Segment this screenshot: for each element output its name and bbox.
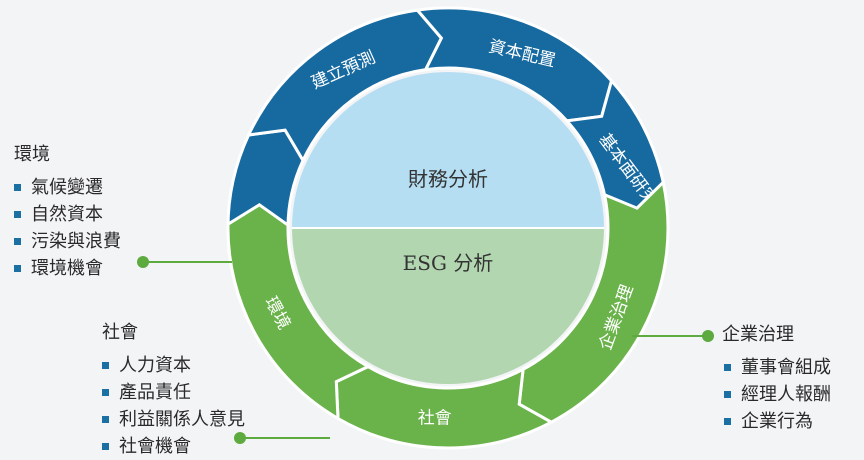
connector-layer (137, 256, 714, 444)
list-item: 污染與浪費 (14, 228, 121, 255)
bullet-icon (14, 211, 21, 218)
center-bottom-half (292, 228, 604, 384)
ring-segment-label: 社會 (418, 409, 452, 429)
bullet-icon (102, 416, 109, 423)
center-circle: 財務分析 ESG 分析 (292, 72, 604, 384)
list-item: 董事會組成 (724, 354, 831, 381)
ring-layer: 評價建立預測資本配置基本面研究企業治理社會環境 (226, 6, 670, 450)
list-item: 利益關係人意見 (102, 406, 245, 433)
list-item: 社會機會 (102, 433, 245, 460)
ring-segment (226, 203, 372, 422)
connector-dot (702, 330, 714, 342)
connector-dot (234, 432, 246, 444)
bullet-icon (14, 184, 21, 191)
bullet-icon (724, 364, 731, 371)
list-item: 企業行為 (724, 408, 831, 435)
bullet-icon (102, 389, 109, 396)
center-bottom-label: ESG 分析 (403, 251, 494, 275)
list-item: 自然資本 (14, 201, 121, 228)
center-top-half (292, 72, 604, 228)
environment-list-title: 環境 (14, 144, 50, 165)
bullet-icon (102, 443, 109, 450)
list-item: 人力資本 (102, 352, 245, 379)
list-item: 產品責任 (102, 379, 245, 406)
governance-list: 企業治理 董事會組成 經理人報酬 企業行為 (722, 320, 831, 435)
center-top-label: 財務分析 (408, 167, 488, 191)
governance-list-title: 企業治理 (722, 324, 794, 345)
connector-dot (137, 256, 149, 268)
bullet-icon (14, 238, 21, 245)
bullet-icon (102, 362, 109, 369)
list-item: 氣候變遷 (14, 174, 121, 201)
environment-list: 環境 氣候變遷 自然資本 污染與浪費 環境機會 (14, 140, 121, 282)
social-list: 社會 人力資本 產品責任 利益關係人意見 社會機會 (102, 318, 245, 460)
list-item: 經理人報酬 (724, 381, 831, 408)
bullet-icon (724, 391, 731, 398)
list-item: 環境機會 (14, 255, 121, 282)
social-list-title: 社會 (102, 322, 138, 343)
bullet-icon (724, 418, 731, 425)
bullet-icon (14, 265, 21, 272)
